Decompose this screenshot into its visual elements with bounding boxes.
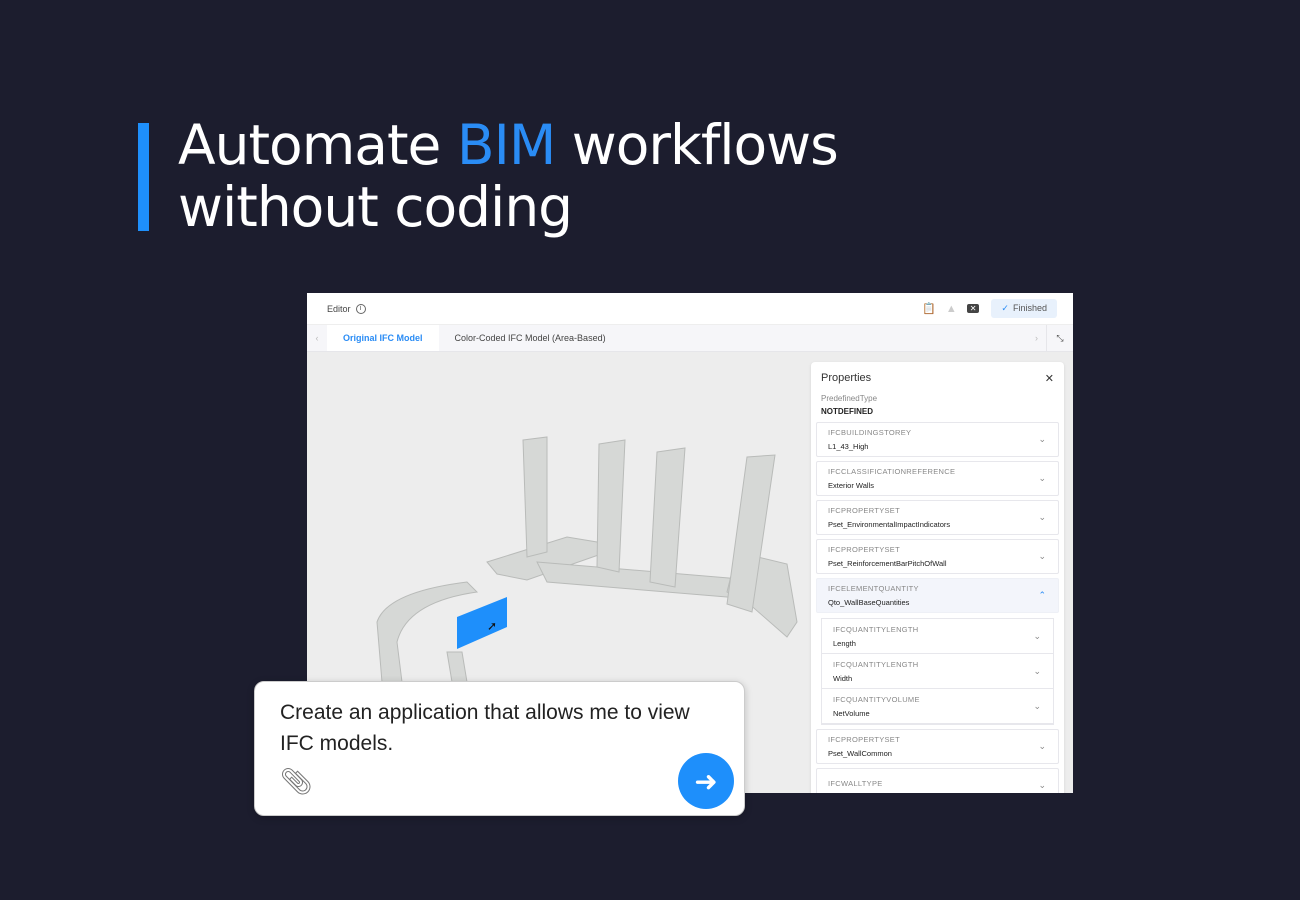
warning-icon[interactable]: ▲ [945,302,957,315]
property-value: L1_43_High [828,442,869,451]
send-button[interactable]: ➜ [678,753,734,809]
property-card[interactable]: IFCELEMENTQUANTITY Qto_WallBaseQuantities… [816,578,1059,613]
chevron-down-icon[interactable]: ⌄ [1038,741,1046,751]
headline-text: workflows [555,113,839,177]
property-key: IFCQUANTITYLENGTH [833,624,919,634]
property-key: IFCPROPERTYSET [828,545,900,554]
predefined-type-label: PredefinedType [821,394,878,403]
property-value: Exterior Walls [828,481,874,490]
property-card[interactable]: IFCWALLTYPE ⌄ [816,768,1059,793]
chevron-down-icon[interactable]: ⌄ [1038,434,1046,444]
svg-text:➚: ➚ [487,619,497,633]
property-key: IFCPROPERTYSET [828,735,900,744]
chat-prompt-text[interactable]: Create an application that allows me to … [280,701,690,755]
editor-window: Editor i 📋 ▲ ✕ ✓Finished ‹ Original IFC … [307,293,1073,793]
tab-scroll-left[interactable]: ‹ [315,333,319,343]
chevron-down-icon[interactable]: ⌄ [1038,551,1046,561]
property-card[interactable]: IFCQUANTITYVOLUME NetVolume ⌄ [822,689,1053,724]
headline-line2: without coding [178,175,573,239]
info-icon[interactable]: i [355,303,366,314]
headline: Automate BIM workflows without coding [178,113,839,239]
property-value: Qto_WallBaseQuantities [828,598,910,607]
check-circle-icon: ✓ [1001,303,1009,313]
chevron-down-icon[interactable]: ⌄ [1033,665,1041,676]
chevron-up-icon[interactable]: ⌃ [1038,590,1046,600]
property-key: IFCBUILDINGSTOREY [828,428,912,437]
property-value: Pset_WallCommon [828,749,892,758]
chat-input-box[interactable]: Create an application that allows me to … [254,681,745,816]
status-text: Finished [1012,303,1047,313]
property-key: IFCELEMENTQUANTITY [828,584,919,593]
chevron-down-icon[interactable]: ⌄ [1033,630,1041,641]
predefined-type-value: NOTDEFINED [821,407,873,416]
status-badge: ✓Finished [991,299,1057,318]
tab-scroll-right[interactable]: › [1027,325,1047,351]
property-key: IFCPROPERTYSET [828,506,900,515]
property-card[interactable]: IFCBUILDINGSTOREY L1_43_High ⌄ [816,422,1059,457]
clipboard-icon[interactable]: 📋 [922,303,936,315]
property-key: IFCCLASSIFICATIONREFERENCE [828,467,956,476]
editor-title: Editor [327,303,351,314]
property-card[interactable]: IFCQUANTITYLENGTH Width ⌄ [822,654,1053,689]
headline-text: Automate [178,113,457,177]
collapse-icon[interactable]: ⤡ [1056,332,1064,343]
tab-bar: ‹ Original IFC Model Color-Coded IFC Mod… [307,325,1073,352]
chevron-down-icon[interactable]: ⌄ [1033,700,1041,711]
property-card[interactable]: IFCPROPERTYSET Pset_WallCommon ⌄ [816,729,1059,764]
close-icon[interactable]: ✕ [1044,372,1054,385]
property-value: Pset_ReinforcementBarPitchOfWall [828,559,947,568]
property-value: Length [833,638,856,648]
property-card[interactable]: IFCQUANTITYLENGTH Length ⌄ [822,619,1053,654]
chevron-down-icon[interactable]: ⌄ [1038,473,1046,483]
attach-icon[interactable]: 📎︎ [280,766,314,796]
ifc-model-render: ➚ [376,436,798,683]
properties-title: Properties [821,372,872,384]
chevron-down-icon[interactable]: ⌄ [1038,512,1046,522]
property-card[interactable]: IFCPROPERTYSET Pset_ReinforcementBarPitch… [816,539,1059,574]
headline-accent: BIM [456,113,556,177]
property-value: Pset_EnvironmentalImpactIndicators [828,520,951,529]
properties-panel: Properties ✕ PredefinedType NOTDEFINED IF… [811,362,1064,793]
property-key: IFCQUANTITYLENGTH [833,659,919,669]
accent-bar [138,123,149,231]
editor-header: Editor i 📋 ▲ ✕ ✓Finished [307,293,1073,325]
property-card[interactable]: IFCPROPERTYSET Pset_EnvironmentalImpactIn… [816,500,1059,535]
property-value: Width [833,673,853,683]
clear-icon[interactable]: ✕ [966,304,980,313]
tab-color-coded-ifc[interactable]: Color-Coded IFC Model (Area-Based) [454,333,606,343]
property-key: IFCQUANTITYVOLUME [833,694,920,704]
property-card[interactable]: IFCCLASSIFICATIONREFERENCE Exterior Walls… [816,461,1059,496]
property-key: IFCWALLTYPE [828,778,883,788]
property-value: NetVolume [833,708,870,718]
chevron-down-icon[interactable]: ⌄ [1038,780,1046,790]
tab-original-ifc[interactable]: Original IFC Model [327,325,439,351]
